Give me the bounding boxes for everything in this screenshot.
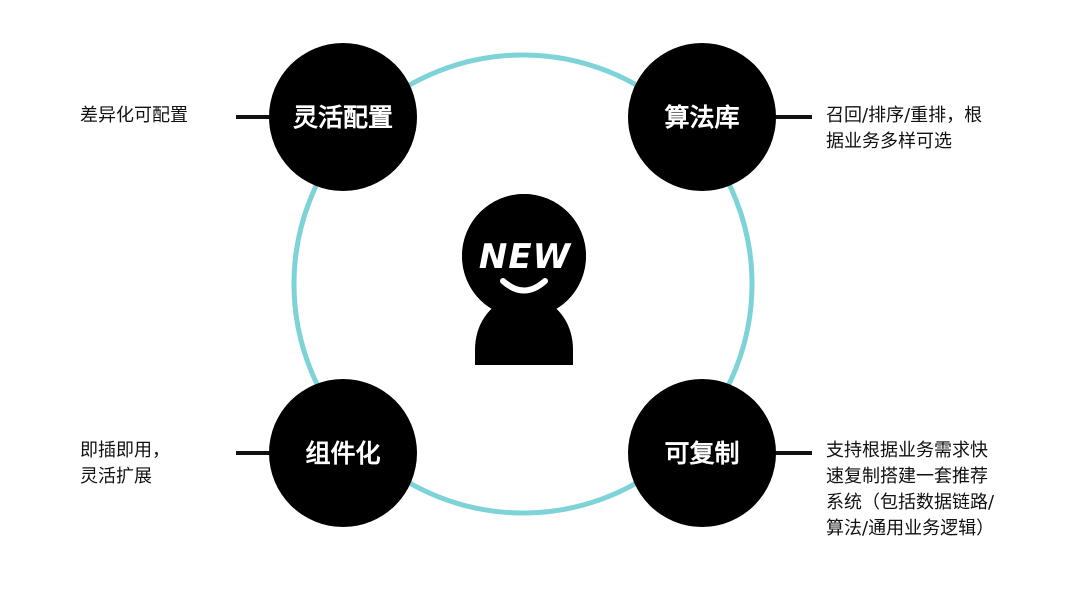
description-line: 算法/通用业务逻辑） — [826, 518, 995, 539]
description-bottom-right: 支持根据业务需求快 速复制搭建一套推荐 系统（包括数据链路/ 算法/通用业务逻辑… — [826, 438, 1026, 542]
description-line: 支持根据业务需求快 — [826, 440, 988, 461]
new-person-icon: NEW — [462, 194, 586, 365]
smile-icon — [500, 278, 548, 294]
node-bottom-left: 组件化 — [269, 379, 417, 527]
description-line: 据业务多样可选 — [826, 131, 952, 152]
node-bottom-left-label: 组件化 — [305, 439, 380, 468]
ring-circle — [291, 52, 755, 516]
description-line: 灵活扩展 — [80, 466, 152, 487]
description-line: 即插即用， — [80, 440, 170, 461]
node-bottom-right: 可复制 — [628, 379, 776, 527]
description-line: 召回/排序/重排，根 — [826, 105, 983, 126]
description-line: 系统（包括数据链路/ — [826, 492, 995, 513]
description-top-right: 召回/排序/重排，根 据业务多样可选 — [826, 103, 1016, 155]
node-top-right-label: 算法库 — [664, 103, 739, 132]
new-badge-text: NEW — [479, 237, 572, 277]
node-bottom-right-circle — [628, 379, 776, 527]
node-top-right-circle — [628, 43, 776, 191]
description-line: 差异化可配置 — [80, 105, 188, 126]
person-body — [475, 296, 573, 365]
node-top-left: 灵活配置 — [269, 43, 417, 191]
node-top-left-circle — [269, 43, 417, 191]
person-head-overlay — [462, 194, 586, 318]
node-bottom-left-circle — [269, 379, 417, 527]
node-top-right: 算法库 — [628, 43, 776, 191]
description-line: 速复制搭建一套推荐 — [826, 466, 988, 487]
description-bottom-left: 即插即用， 灵活扩展 — [80, 438, 230, 490]
node-bottom-right-label: 可复制 — [664, 439, 739, 468]
node-top-left-label: 灵活配置 — [293, 103, 393, 132]
description-top-left: 差异化可配置 — [80, 103, 230, 129]
